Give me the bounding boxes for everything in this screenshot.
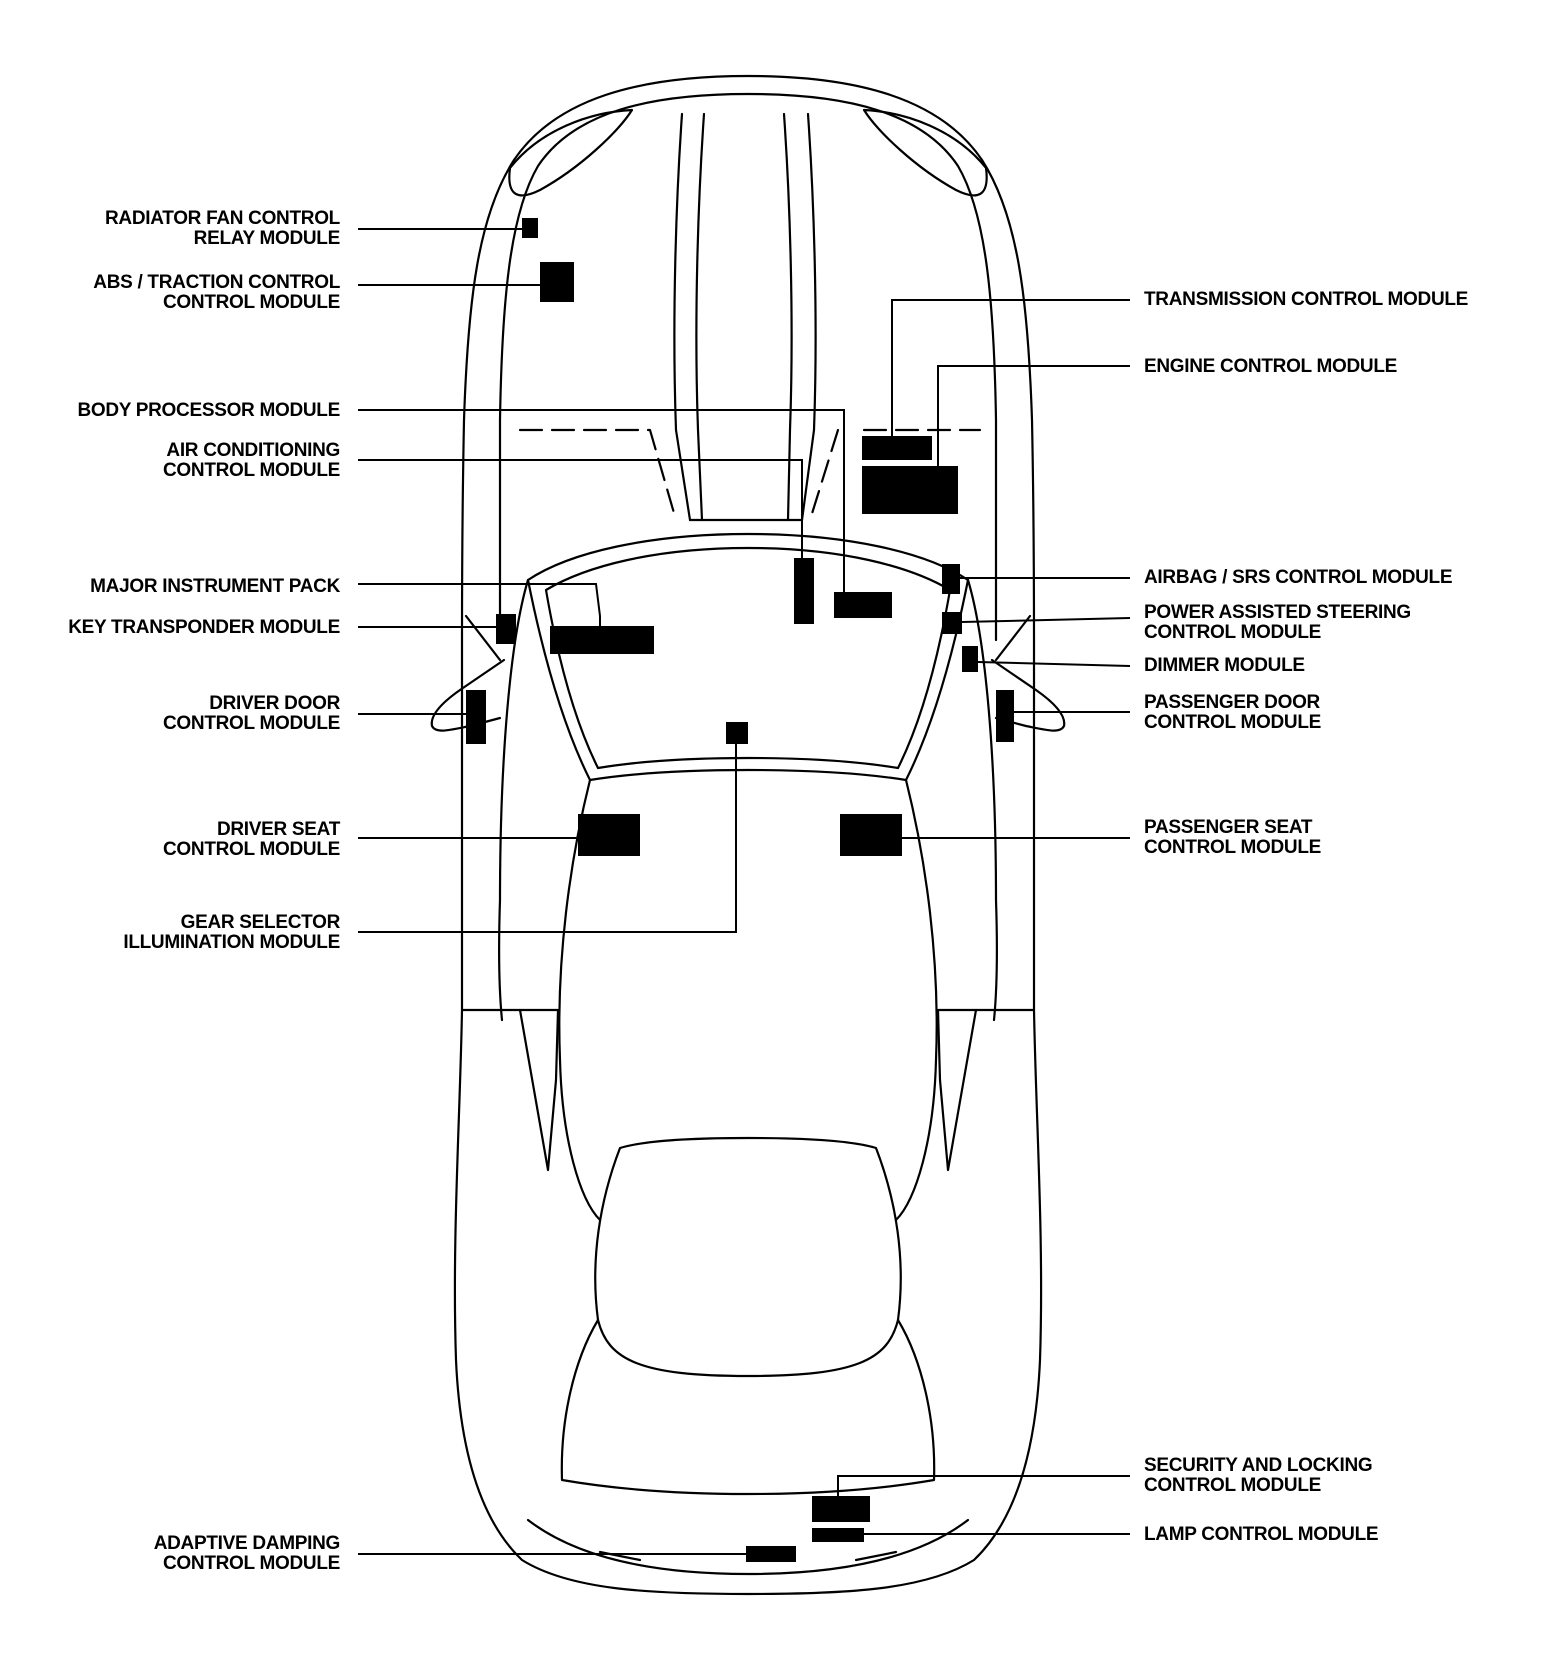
airbag-module-box: [942, 564, 960, 594]
engine-leader: [937, 365, 1130, 466]
security-locking-label: SECURITY AND LOCKING CONTROL MODULE: [1144, 1455, 1373, 1496]
transmission-module-box: [862, 436, 932, 460]
body-processor-leader: [358, 409, 845, 592]
passenger-door-label: PASSENGER DOOR CONTROL MODULE: [1144, 692, 1321, 733]
passenger-seat-module-box: [840, 814, 902, 856]
engine-label: ENGINE CONTROL MODULE: [1144, 356, 1398, 377]
instrument-pack-leader: [358, 583, 601, 626]
power-steering-label: POWER ASSISTED STEERING CONTROL MODULE: [1144, 602, 1411, 643]
security-locking-module-box: [812, 1496, 870, 1522]
instrument-pack-label: MAJOR INSTRUMENT PACK: [90, 576, 340, 597]
module-boxes: [466, 218, 1014, 1562]
dimmer-module-box: [962, 646, 978, 672]
air-conditioning-label: AIR CONDITIONING CONTROL MODULE: [163, 440, 340, 481]
body-processor-label: BODY PROCESSOR MODULE: [77, 400, 340, 421]
gear-selector-label: GEAR SELECTOR ILLUMINATION MODULE: [123, 912, 340, 953]
radiator-fan-module-box: [522, 218, 538, 238]
lamp-label: LAMP CONTROL MODULE: [1144, 1524, 1379, 1545]
car-outline: [430, 74, 1066, 1596]
gear-selector-leader: [358, 744, 737, 933]
body-processor-module-box: [834, 592, 892, 618]
airbag-label: AIRBAG / SRS CONTROL MODULE: [1144, 567, 1453, 588]
security-locking-leader: [837, 1475, 1130, 1496]
driver-door-module-box: [466, 690, 486, 744]
passenger-door-module-box: [996, 690, 1014, 742]
passenger-seat-label: PASSENGER SEAT CONTROL MODULE: [1144, 817, 1321, 858]
leader-lines: [358, 228, 1131, 1555]
gear-selector-module-box: [726, 722, 748, 744]
driver-seat-module-box: [578, 814, 640, 856]
air-conditioning-leader: [358, 459, 803, 558]
instrument-pack-box: [550, 626, 654, 654]
power-steering-module-box: [942, 612, 962, 634]
dimmer-label: DIMMER MODULE: [1144, 655, 1305, 676]
dimmer-leader: [977, 661, 1131, 667]
engine-module-box: [862, 466, 958, 514]
adaptive-damping-module-box: [746, 1546, 796, 1562]
lamp-module-box: [812, 1528, 864, 1542]
key-transponder-module-box: [496, 614, 516, 644]
power-steering-leader: [961, 617, 1131, 623]
radiator-fan-label: RADIATOR FAN CONTROL RELAY MODULE: [104, 208, 340, 249]
transmission-leader: [891, 299, 1130, 436]
adaptive-damping-label: ADAPTIVE DAMPING CONTROL MODULE: [153, 1533, 341, 1574]
driver-door-label: DRIVER DOOR CONTROL MODULE: [163, 693, 340, 734]
air-conditioning-module-box: [794, 558, 814, 624]
abs-label: ABS / TRACTION CONTROL CONTROL MODULE: [93, 272, 340, 313]
abs-module-box: [540, 262, 574, 302]
driver-seat-label: DRIVER SEAT CONTROL MODULE: [163, 819, 340, 860]
transmission-label: TRANSMISSION CONTROL MODULE: [1144, 289, 1469, 310]
key-transponder-label: KEY TRANSPONDER MODULE: [68, 617, 340, 638]
